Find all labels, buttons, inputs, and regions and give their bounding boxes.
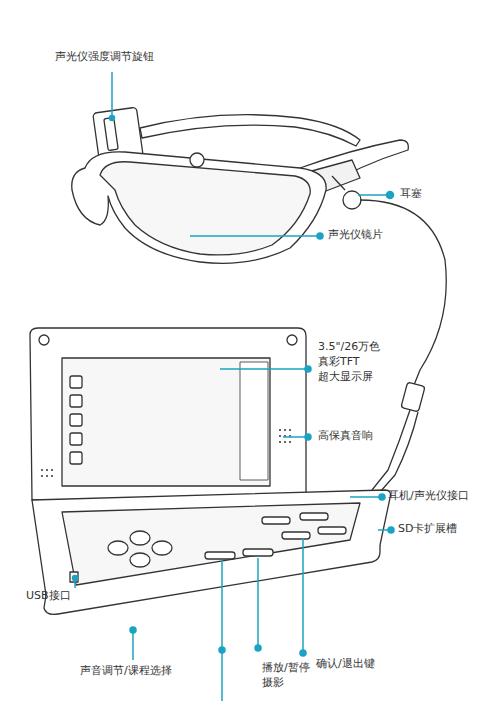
screen-label: 3.5"/26万色 真彩TFT 超大显示屏 [318, 340, 396, 385]
knob-label: 声光仪强度调节旋钮 [55, 50, 154, 65]
sd-slot-label: SD卡扩展槽 [398, 522, 457, 537]
earbud-label: 耳塞 [400, 187, 422, 202]
play-label: 播放/暂停 摄影 [262, 661, 324, 691]
lens-label: 声光仪镜片 [328, 228, 383, 243]
speaker-label: 高保真音响 [318, 429, 373, 444]
port-label: 耳机/声光仪接口 [388, 489, 469, 504]
volume-label: 声音调节/课程选择 [80, 664, 172, 679]
usb-label: USB接口 [26, 589, 71, 604]
confirm-label: 确认/退出键 [316, 657, 375, 672]
